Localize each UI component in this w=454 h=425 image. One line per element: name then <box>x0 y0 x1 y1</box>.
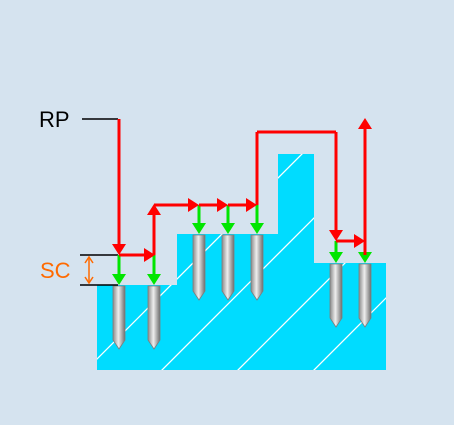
feed-arrowhead <box>112 274 126 285</box>
sc-arrowhead-top <box>84 255 94 264</box>
rapid-arrowhead <box>217 198 228 212</box>
drill-bit <box>112 285 126 350</box>
tool-paths <box>112 118 372 285</box>
feed-arrowhead <box>192 223 206 234</box>
rapid-arrowhead <box>358 118 372 129</box>
rapid-arrowhead <box>147 204 161 215</box>
hatch-line <box>379 154 386 370</box>
rapid-arrowhead <box>246 198 257 212</box>
feed-arrowhead <box>358 252 372 263</box>
feed-arrowhead <box>147 274 161 285</box>
drill-bit <box>192 234 206 301</box>
sc-dimension: SC <box>40 254 118 286</box>
drill-bit <box>329 263 343 328</box>
feed-arrowhead <box>329 252 343 263</box>
workpiece-body <box>97 154 386 370</box>
rapid-arrowhead <box>188 198 199 212</box>
drill-bit <box>250 234 264 301</box>
feed-arrowhead <box>250 223 264 234</box>
feed-arrowhead <box>221 223 235 234</box>
hatch-line <box>303 154 386 370</box>
rapid-arrowhead <box>144 248 155 262</box>
drill-bit <box>147 285 161 350</box>
drill-bit <box>221 234 235 301</box>
sc-arrowhead-bottom <box>84 276 94 285</box>
rapid-arrowhead <box>112 244 126 255</box>
drill-bits <box>112 234 372 350</box>
rp-label: RP <box>39 107 70 132</box>
rapid-arrowhead <box>354 234 365 248</box>
drill-bit <box>358 263 372 328</box>
sc-label: SC <box>40 258 71 283</box>
rapid-arrowhead <box>329 230 343 241</box>
